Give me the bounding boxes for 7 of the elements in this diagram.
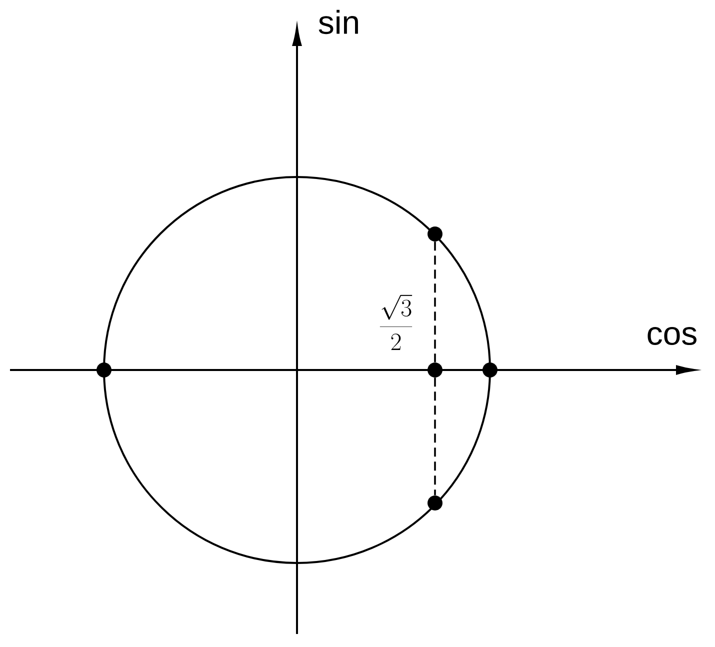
dashed-line xyxy=(434,242,436,362)
point xyxy=(428,226,442,242)
dashed-line xyxy=(434,378,436,496)
point xyxy=(428,495,442,510)
axis-label: cos xyxy=(648,326,696,346)
value-label: $\frac{\sqrt{3}}{2}$ xyxy=(380,294,412,350)
axis-label: sin xyxy=(318,10,358,34)
